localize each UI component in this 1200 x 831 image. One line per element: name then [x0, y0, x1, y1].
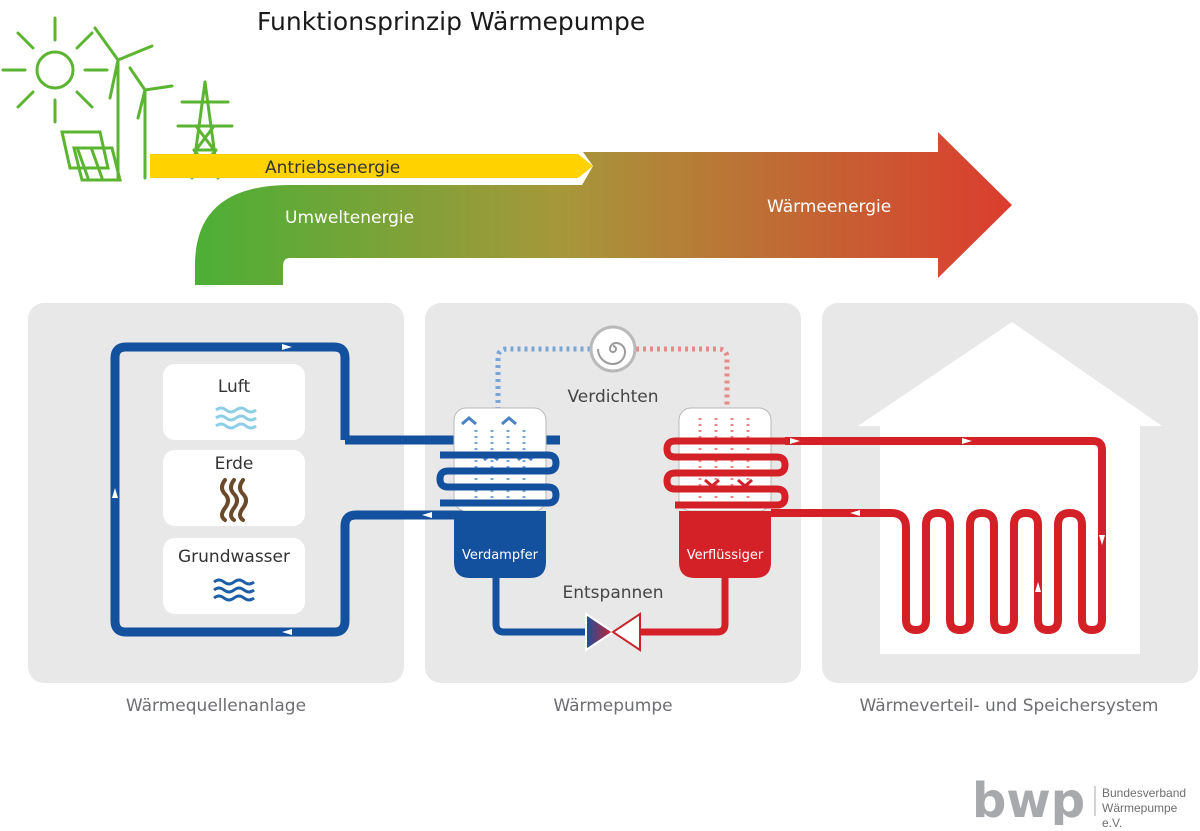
heat-pump-panel [425, 303, 801, 683]
source-card-groundwater [163, 538, 305, 614]
environment-energy-label: Umweltenergie [285, 208, 414, 228]
evaporator-body [454, 511, 546, 578]
condenser-body [679, 511, 771, 578]
compress-label: Verdichten [568, 387, 659, 407]
bwp-logo: bwp [972, 773, 1085, 825]
heating-supply-pipe [771, 437, 1106, 635]
source-loop-pipe [110, 342, 495, 637]
drive-energy-arrow [150, 154, 593, 178]
source-panel-label: Wärmequellenanlage [126, 696, 306, 716]
wind-turbine-icon [93, 26, 174, 180]
expansion-line-blue [492, 578, 590, 636]
condenser-coil [663, 437, 789, 509]
logo-line-2: Wärmepumpe e.V. [1102, 801, 1178, 830]
solar-panel-icon [60, 130, 122, 182]
pump-panel-label: Wärmepumpe [553, 696, 672, 716]
expansion-line-red [635, 578, 729, 636]
sun-icon [1, 16, 109, 124]
expand-label: Entspannen [562, 583, 663, 603]
renewable-energy-icons [1, 16, 234, 182]
heating-flow-arrows [790, 438, 1105, 592]
page-title: Funktionsprinzip Wärmepumpe [257, 7, 645, 36]
condenser-label: Verflüssiger [687, 548, 764, 563]
logo-org-name: Bundesverband Wärmepumpe e.V. [1102, 786, 1200, 831]
soil-icon [220, 478, 248, 522]
evaporator-label: Verdampfer [462, 548, 539, 563]
evaporator-coil [436, 451, 560, 507]
logo-line-1: Bundesverband [1102, 786, 1187, 800]
source-label-groundwater: Grundwasser [178, 547, 290, 567]
source-card-soil [163, 450, 305, 526]
source-label-air: Luft [218, 377, 251, 397]
energy-flow-arrow [195, 132, 1012, 285]
expansion-valve-icon [585, 612, 641, 652]
heat-energy-label: Wärmeenergie [767, 197, 891, 217]
source-label-soil: Erde [215, 454, 254, 474]
source-card-air [163, 364, 305, 440]
distribution-panel-label: Wärmeverteil- und Speichersystem [859, 696, 1158, 716]
drive-energy-label: Antriebsenergie [265, 158, 400, 178]
air-waves-icon [215, 406, 257, 430]
compressor-icon [589, 325, 637, 373]
water-waves-icon [213, 578, 255, 602]
